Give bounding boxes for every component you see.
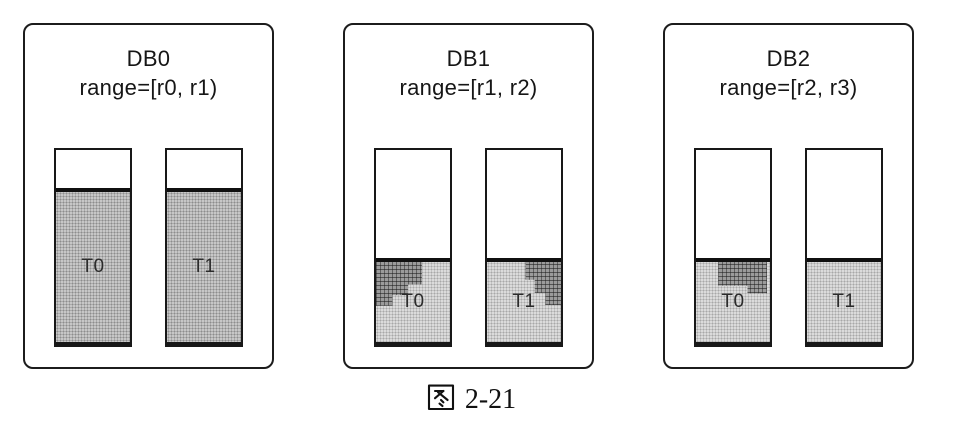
db1-table-bar-t0: T0 (374, 148, 452, 347)
db1-t0-hot-region (376, 261, 422, 306)
db-box-db2: DB2 range=[r2, r3) T0 T1 (663, 23, 914, 369)
db-box-db1: DB1 range=[r1, r2) T0 T1 (343, 23, 594, 369)
db2-bars: T0 T1 (665, 148, 912, 347)
db0-t0-empty-space (56, 150, 130, 188)
db0-t1-label: T1 (192, 256, 216, 278)
db1-range: range=[r1, r2) (399, 75, 538, 100)
db2-table-bar-t0: T0 (694, 148, 772, 347)
figure-caption: 2-21 (0, 382, 942, 416)
db1-t1-label: T1 (512, 290, 536, 312)
db1-t0-label: T0 (401, 290, 425, 312)
db0-t0-fill: T0 (56, 188, 130, 342)
db0-table-bar-t0: T0 (54, 148, 132, 347)
db1-t1-fill: T1 (487, 257, 561, 342)
db0-header: DB0 range=[r0, r1) (25, 25, 272, 102)
db1-bars: T0 T1 (345, 148, 592, 347)
db2-t0-empty-space (696, 150, 770, 258)
db0-t1-empty-space (167, 150, 241, 188)
db0-t1-fill: T1 (167, 188, 241, 342)
db0-range: range=[r0, r1) (79, 75, 218, 100)
db2-title: DB2 (766, 46, 811, 71)
db0-table-bar-t1: T1 (165, 148, 243, 347)
figure-caption-number: 2-21 (464, 384, 517, 415)
db2-header: DB2 range=[r2, r3) (665, 25, 912, 102)
db0-bars: T0 T1 (25, 148, 272, 347)
db0-t0-label: T0 (81, 256, 105, 278)
db1-t1-empty-space (487, 150, 561, 258)
db1-title: DB1 (446, 46, 491, 71)
db2-t1-empty-space (807, 150, 881, 258)
figure-character-icon (426, 384, 465, 415)
db2-t0-label: T0 (721, 290, 745, 312)
db1-header: DB1 range=[r1, r2) (345, 25, 592, 102)
db2-t0-fill: T0 (696, 257, 770, 342)
db1-t0-empty-space (376, 150, 450, 258)
db1-table-bar-t1: T1 (485, 148, 563, 347)
db2-t1-fill: T1 (807, 257, 881, 342)
db0-title: DB0 (126, 46, 171, 71)
db2-table-bar-t1: T1 (805, 148, 883, 347)
db1-t0-fill: T0 (376, 257, 450, 342)
db-box-db0: DB0 range=[r0, r1) T0 T1 (23, 23, 274, 369)
db2-t1-label: T1 (832, 290, 856, 312)
db2-range: range=[r2, r3) (719, 75, 858, 100)
